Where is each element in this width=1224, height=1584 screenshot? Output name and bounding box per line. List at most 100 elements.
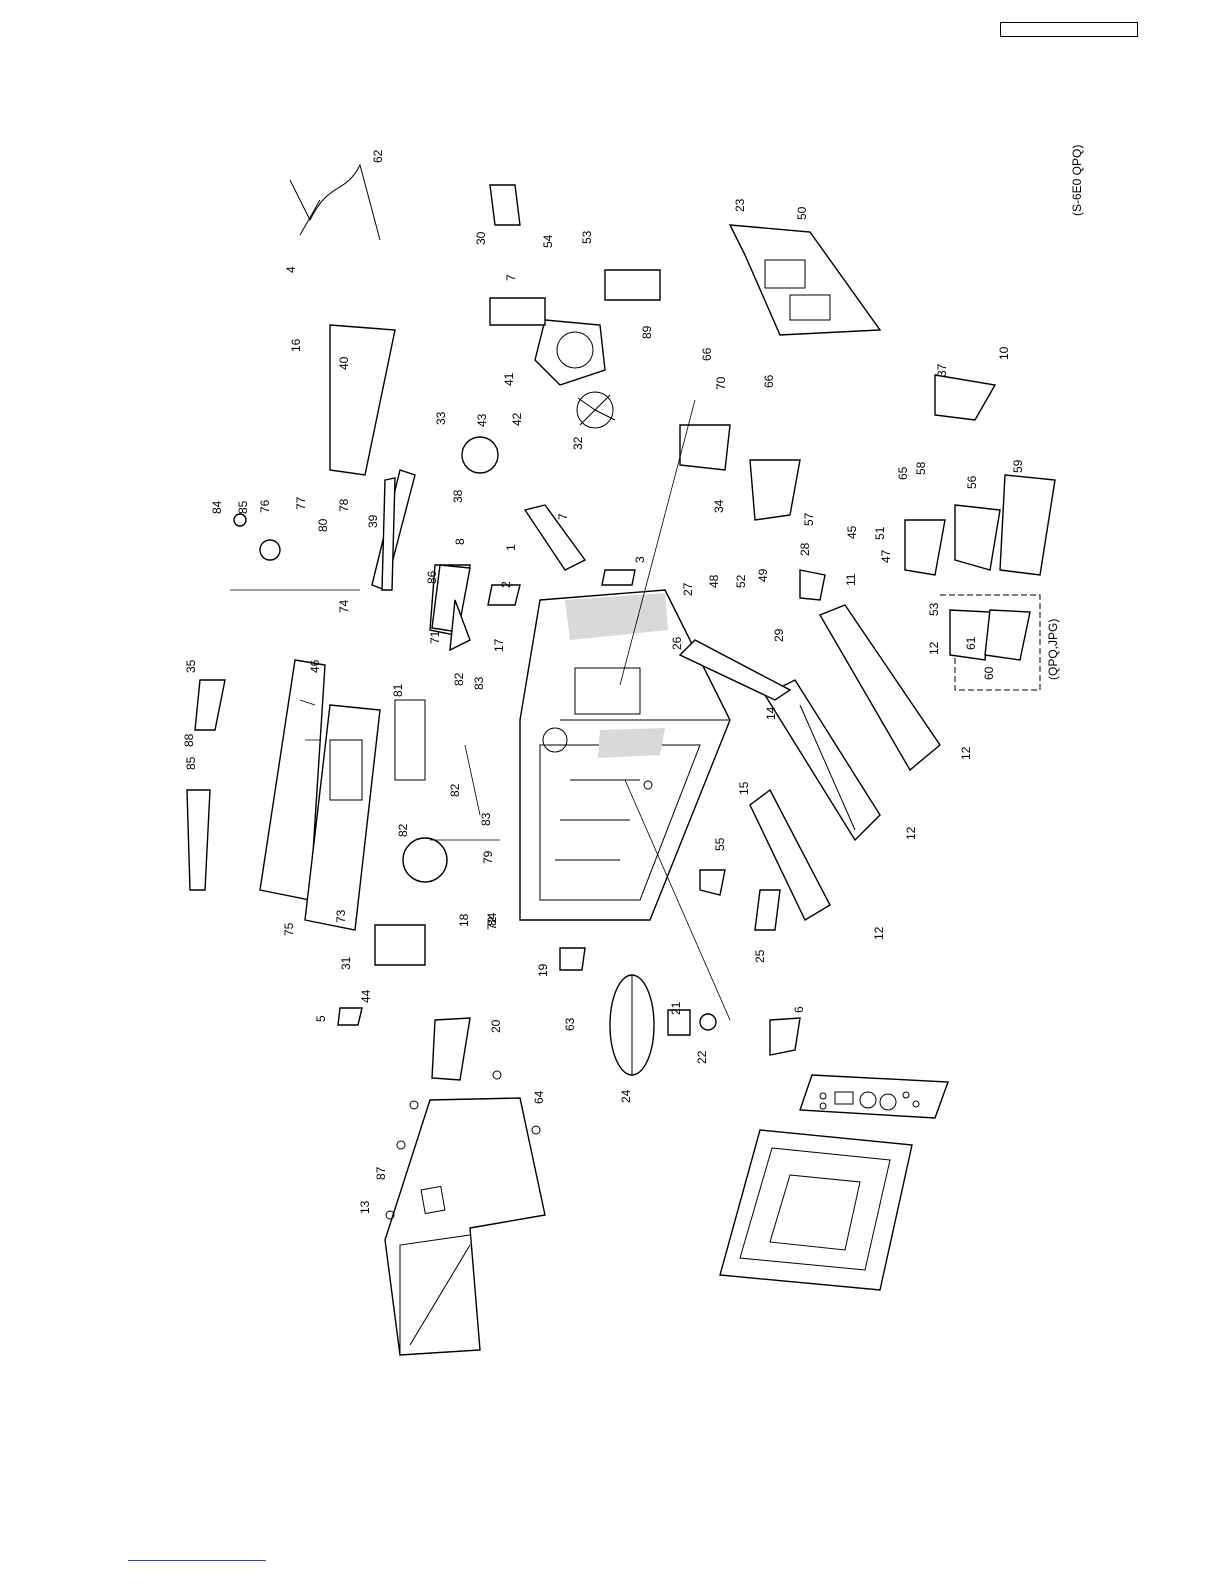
part-label: 89 [640, 325, 654, 339]
part-label: 21 [669, 1001, 683, 1015]
part-label: 1 [504, 544, 518, 551]
part-label: 51 [873, 526, 887, 540]
part-label: 18 [457, 913, 471, 927]
part-label: 19 [536, 963, 550, 977]
part-label: 85 [236, 500, 250, 514]
part-label: 87 [374, 1166, 388, 1180]
part-label: 16 [289, 338, 303, 352]
part-label: 80 [316, 518, 330, 532]
part-label: 2 [499, 581, 513, 588]
part-label: 55 [713, 837, 727, 851]
part-label: 42 [510, 412, 524, 426]
part-label: 11 [844, 573, 858, 586]
part-label: 6 [792, 1006, 806, 1013]
part-label: 10 [997, 346, 1011, 360]
part-label: 60 [982, 666, 996, 680]
part-label: 22 [695, 1050, 709, 1064]
part-label: 17 [492, 638, 506, 652]
part-label: 24 [619, 1089, 633, 1103]
part-label: 57 [802, 512, 816, 526]
part-label: 29 [772, 628, 786, 642]
part-label: 37 [935, 363, 949, 377]
part-label: 59 [1011, 459, 1025, 473]
part-label: 4 [284, 266, 298, 273]
variant-caption: (QPQ,JPG) [1046, 619, 1060, 680]
part-label: 86 [425, 570, 439, 584]
part-label: 49 [756, 568, 770, 582]
part-label: 81 [391, 683, 405, 697]
door-assembly [720, 1130, 912, 1290]
part-label: 79 [481, 850, 495, 864]
part-label: 23 [733, 198, 747, 212]
part-label: 25 [753, 949, 767, 963]
part-label: 66 [762, 374, 776, 388]
part-label: 52 [734, 574, 748, 588]
model-caption: (S-6E0 QPQ) [1070, 145, 1084, 216]
part-label: 14 [764, 706, 778, 720]
control-panel [800, 1075, 948, 1118]
part-label: 30 [474, 231, 488, 245]
part-label: 34 [712, 499, 726, 513]
door-frame-panels [750, 605, 940, 920]
part-label: 77 [294, 496, 308, 510]
part-label: 31 [339, 956, 353, 970]
part-label: 64 [532, 1090, 546, 1104]
part-label: 33 [434, 411, 448, 425]
part-label: 82 [396, 823, 410, 837]
oven-cavity [520, 590, 730, 920]
part-label: 85 [184, 756, 198, 770]
part-label: 8 [453, 538, 467, 545]
part-label: 28 [798, 542, 812, 556]
part-label: 5 [314, 1015, 328, 1022]
part-label: 71 [428, 630, 442, 644]
part-label: 15 [737, 781, 751, 795]
part-label: 63 [563, 1017, 577, 1031]
part-label: 54 [541, 234, 555, 248]
part-label: 26 [670, 636, 684, 650]
part-label: 83 [479, 812, 493, 826]
part-label: 76 [258, 499, 272, 513]
part-label: 47 [879, 549, 893, 563]
part-label: 61 [964, 636, 978, 650]
part-label: 45 [845, 525, 859, 539]
part-label: 73 [334, 909, 348, 923]
part-label: 65 [896, 466, 910, 480]
part-label: 74 [337, 599, 351, 613]
part-label: 38 [451, 489, 465, 503]
part-label: 50 [795, 206, 809, 220]
part-label: 40 [337, 356, 351, 370]
base-plate [730, 225, 880, 335]
part-label: 56 [965, 475, 979, 489]
outer-cabinet [385, 1071, 545, 1355]
part-label: 48 [707, 574, 721, 588]
part-label: 39 [366, 514, 380, 528]
part-label: 53 [927, 602, 941, 616]
top-plates [260, 660, 380, 930]
part-label: 7 [556, 513, 570, 520]
part-label: 12 [872, 926, 886, 940]
part-label: 44 [359, 989, 373, 1003]
part-label: 58 [914, 461, 928, 475]
part-label: 78 [337, 498, 351, 512]
part-label: 41 [502, 372, 516, 386]
part-label: 12 [927, 641, 941, 655]
part-label: 66 [700, 347, 714, 361]
part-label: 88 [182, 733, 196, 747]
part-label: 75 [282, 922, 296, 936]
part-label: 83 [472, 676, 486, 690]
part-label: 20 [489, 1019, 503, 1033]
part-label: 12 [959, 746, 973, 760]
footer-link-line[interactable] [128, 1560, 266, 1561]
part-label: 12 [904, 826, 918, 840]
part-label: 13 [358, 1200, 372, 1214]
part-label: 3 [633, 556, 647, 563]
part-label: 7 [504, 274, 518, 281]
part-label: 32 [571, 436, 585, 450]
part-label: 27 [681, 582, 695, 596]
part-label: 84 [210, 500, 224, 514]
part-label: 53 [580, 230, 594, 244]
part-label: 84 [485, 912, 499, 926]
part-label: 70 [714, 376, 728, 390]
part-label: 62 [371, 149, 385, 163]
